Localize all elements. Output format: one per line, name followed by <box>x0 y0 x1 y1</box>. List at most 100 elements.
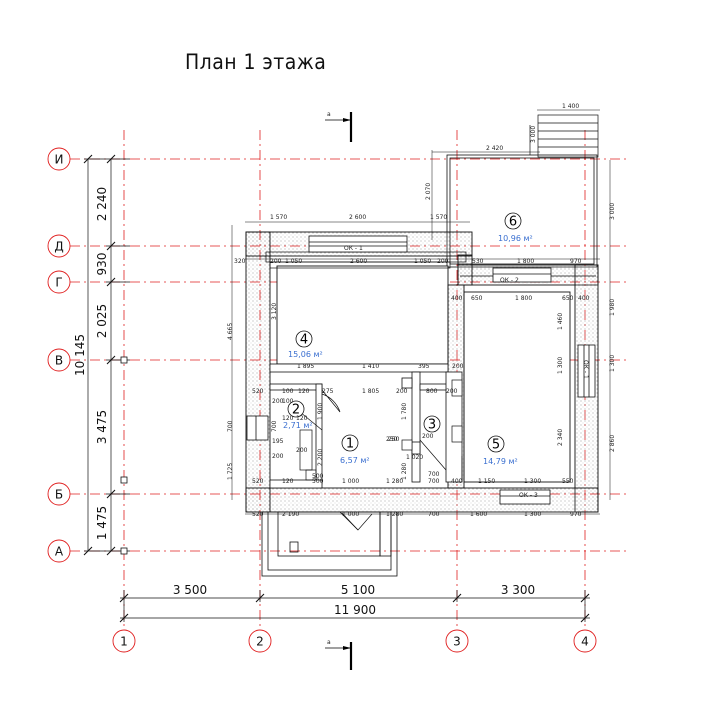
svg-text:200: 200 <box>452 363 464 370</box>
svg-text:1 400: 1 400 <box>562 103 579 110</box>
dim-bottom-total: 11 900 <box>334 603 376 617</box>
window-ok2-top <box>492 267 552 283</box>
dim-left-total: 10 145 <box>73 334 87 376</box>
window-left <box>246 415 269 441</box>
svg-text:200: 200 <box>272 453 284 460</box>
svg-text:520: 520 <box>252 478 264 485</box>
room-6-area: 10,96 м² <box>498 234 533 243</box>
window-ok3 <box>499 489 551 505</box>
room-2-bubble <box>287 400 305 418</box>
svg-text:1 570: 1 570 <box>430 214 447 221</box>
svg-text:1 300: 1 300 <box>524 478 541 485</box>
svg-text:1 050: 1 050 <box>414 258 431 265</box>
svg-text:1 300: 1 300 <box>524 511 541 518</box>
svg-text:700: 700 <box>271 420 278 432</box>
entrance-porch <box>261 511 398 577</box>
svg-text:700: 700 <box>428 511 440 518</box>
svg-text:970: 970 <box>570 258 582 265</box>
window-mark-4: ОК - 1 <box>582 360 589 379</box>
svg-text:2 420: 2 420 <box>486 145 503 152</box>
svg-text:1 780: 1 780 <box>401 403 408 420</box>
windows <box>246 235 596 505</box>
svg-text:200: 200 <box>437 258 449 265</box>
axis-bubble-4 <box>573 629 597 653</box>
svg-text:1 280: 1 280 <box>386 511 403 518</box>
axis-label-v: В <box>55 354 63 368</box>
svg-text:120: 120 <box>282 478 294 485</box>
svg-text:1 805: 1 805 <box>362 388 379 395</box>
room-4-bubble <box>295 330 313 348</box>
svg-text:500: 500 <box>312 473 324 480</box>
svg-text:1 460: 1 460 <box>557 313 564 330</box>
axis-bubble-i <box>47 147 71 171</box>
svg-text:400: 400 <box>451 295 463 302</box>
dim-left-5: 1 475 <box>95 506 109 540</box>
partitions <box>269 371 463 489</box>
svg-text:100: 100 <box>282 388 294 395</box>
svg-text:3 000: 3 000 <box>609 203 616 220</box>
room-4-floor <box>276 265 449 365</box>
axis-label-b: Б <box>55 488 63 502</box>
svg-text:1 980: 1 980 <box>609 299 616 316</box>
window-ok1 <box>308 235 408 253</box>
section-marker-top <box>325 112 353 142</box>
svg-text:320: 320 <box>234 258 246 265</box>
svg-text:4 665: 4 665 <box>227 323 234 340</box>
room-5-area: 14,79 м² <box>483 457 518 466</box>
svg-text:1 800: 1 800 <box>515 295 532 302</box>
axis-bubble-d <box>47 234 71 258</box>
svg-text:1 570: 1 570 <box>270 214 287 221</box>
svg-text:2 860: 2 860 <box>609 435 616 452</box>
axis-label-1: 1 <box>120 635 128 649</box>
axis-bubble-1 <box>112 629 136 653</box>
window-mark-1: ОК - 1 <box>344 245 363 252</box>
svg-text:200: 200 <box>296 447 308 454</box>
room-1-area: 6,57 м² <box>340 456 370 465</box>
axis-label-d: Д <box>54 240 63 254</box>
svg-text:1 300: 1 300 <box>557 357 564 374</box>
svg-text:520: 520 <box>252 388 264 395</box>
room-2-number: 2 <box>292 403 300 418</box>
room-6-number: 6 <box>509 215 517 230</box>
axis-label-g: Г <box>55 276 62 290</box>
axis-bubble-2 <box>248 629 272 653</box>
axis-bubble-v <box>47 348 71 372</box>
svg-text:395: 395 <box>418 363 430 370</box>
dim-left-3: 2 025 <box>95 304 109 338</box>
room-1-number: 1 <box>346 437 354 452</box>
axis-bubble-g <box>47 270 71 294</box>
svg-text:250: 250 <box>388 436 400 443</box>
window-ok2-right <box>577 344 596 398</box>
dim-bottom-2: 5 100 <box>341 583 375 597</box>
svg-text:700: 700 <box>428 478 440 485</box>
axis-label-3: 3 <box>453 635 461 649</box>
svg-text:120: 120 <box>296 415 308 422</box>
section-marker-bottom <box>325 642 353 670</box>
terrace-stairs <box>529 114 599 158</box>
axis-label-a: А <box>55 545 64 559</box>
svg-text:1 020: 1 020 <box>406 454 423 461</box>
axis-bubble-3 <box>445 629 469 653</box>
svg-text:500: 500 <box>312 478 324 485</box>
svg-text:2 070: 2 070 <box>425 183 432 200</box>
svg-text:1 900: 1 900 <box>317 403 324 420</box>
svg-text:1 800: 1 800 <box>517 258 534 265</box>
svg-text:1 150: 1 150 <box>478 478 495 485</box>
svg-text:1 600: 1 600 <box>470 511 487 518</box>
svg-text:1 725: 1 725 <box>227 463 234 480</box>
svg-text:100: 100 <box>282 398 294 405</box>
dim-left-2: 930 <box>95 253 109 276</box>
room-4-number: 4 <box>300 333 308 348</box>
svg-text:200: 200 <box>270 258 282 265</box>
svg-text:2 200: 2 200 <box>317 449 324 466</box>
dim-bottom-1: 3 500 <box>173 583 207 597</box>
dim-bottom-3: 3 300 <box>501 583 535 597</box>
room-1-bubble <box>341 434 359 452</box>
svg-text:1 895: 1 895 <box>297 363 314 370</box>
drawing-title: План 1 этажа <box>185 50 327 74</box>
svg-text:1 000: 1 000 <box>342 478 359 485</box>
room-5-floor <box>463 291 571 483</box>
svg-text:530: 530 <box>472 258 484 265</box>
room-labels: 1 6,57 м² 2 2,71 м² 3 4 15,06 м² 5 14,79… <box>283 212 533 466</box>
svg-text:2 600: 2 600 <box>350 258 367 265</box>
